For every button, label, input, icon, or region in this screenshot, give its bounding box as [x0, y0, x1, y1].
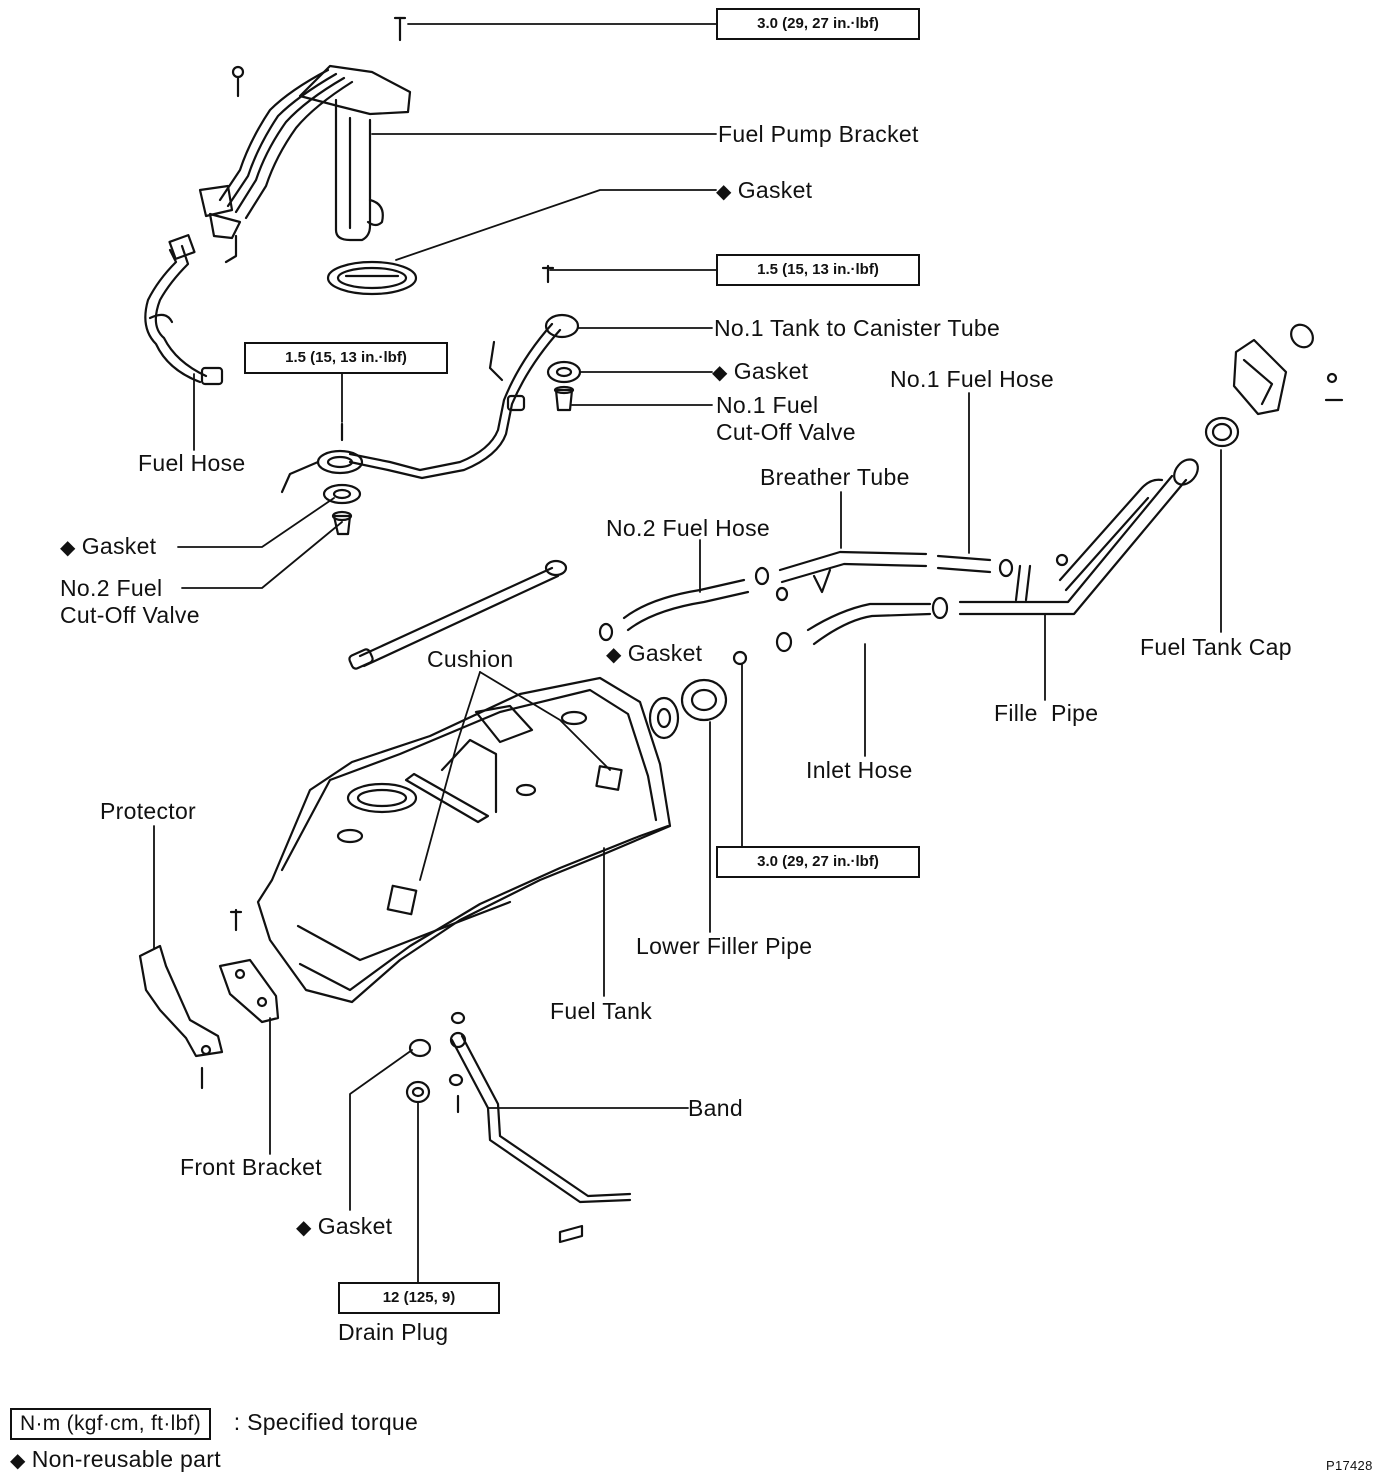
label-drain-plug: Drain Plug — [338, 1319, 449, 1345]
label-no1-valve-gasket: ◆Gasket — [712, 358, 808, 387]
label-breather-tube: Breather Tube — [760, 464, 910, 490]
no2-valve-drawing — [280, 422, 364, 536]
non-reusable-icon: ◆ — [296, 1217, 312, 1239]
non-reusable-icon: ◆ — [60, 537, 76, 559]
label-front-bracket: Front Bracket — [180, 1154, 322, 1180]
legend-torque-box: N·m (kgf·cm, ft·lbf) — [10, 1408, 211, 1440]
torque-box-lower-filler-bolt: 3.0 (29, 27 in.·lbf) — [716, 846, 920, 878]
label-line-2: Cut-Off Valve — [716, 419, 856, 445]
gasket-label-text: Gasket — [733, 358, 809, 384]
tank-rod-drawing — [348, 559, 568, 670]
hoses-drawing — [598, 550, 1014, 666]
lower-filler-pipe-drawing — [648, 678, 728, 740]
legend-torque: N·m (kgf·cm, ft·lbf) : Specified torque — [10, 1408, 418, 1440]
leader-lines — [153, 23, 1222, 1283]
label-protector: Protector — [100, 798, 197, 824]
fuel-tank-cap-drawing — [1204, 323, 1344, 448]
label-drain-plug-gasket: ◆Gasket — [296, 1213, 392, 1242]
figure-id: P17428 — [1326, 1458, 1373, 1473]
label-pump-gasket: ◆Gasket — [716, 177, 812, 206]
label-fuel-tank: Fuel Tank — [550, 998, 652, 1024]
band-drawing — [448, 1011, 632, 1244]
label-fuel-pump-bracket: Fuel Pump Bracket — [718, 121, 919, 147]
non-reusable-icon: ◆ — [10, 1450, 26, 1472]
label-no2-valve-gasket: ◆Gasket — [60, 533, 156, 562]
non-reusable-icon: ◆ — [606, 644, 622, 666]
legend-non-reusable-text: Non-reusable part — [31, 1446, 221, 1472]
label-no1-fuel-hose: No.1 Fuel Hose — [890, 366, 1054, 392]
non-reusable-icon: ◆ — [712, 362, 728, 384]
legend-torque-text: : Specified torque — [233, 1409, 419, 1435]
gasket-label-text: Gasket — [627, 640, 703, 666]
label-line-2: Cut-Off Valve — [60, 602, 200, 628]
fuel-tank-drawing — [256, 676, 672, 1004]
label-line-1: No.1 Fuel — [716, 392, 819, 418]
torque-box-canister-bolt: 1.5 (15, 13 in.·lbf) — [716, 254, 920, 286]
torque-box-drain-plug: 12 (125, 9) — [338, 1282, 500, 1314]
label-fuel-tank-cap: Fuel Tank Cap — [1140, 634, 1292, 660]
gasket-label-text: Gasket — [81, 533, 157, 559]
label-no1-tank-to-canister-tube: No.1 Tank to Canister Tube — [714, 315, 1001, 341]
gasket-label-text: Gasket — [737, 177, 813, 203]
label-filler-pipe: Fille Pipe — [994, 700, 1099, 726]
label-no1-fuel-cutoff-valve: No.1 Fuel Cut-Off Valve — [716, 392, 856, 446]
label-band: Band — [688, 1095, 743, 1121]
torque-box-pump-bolt: 3.0 (29, 27 in.·lbf) — [716, 8, 920, 40]
filler-pipe-drawing — [958, 458, 1199, 616]
gasket-label-text: Gasket — [317, 1213, 393, 1239]
legend-non-reusable: ◆Non-reusable part — [10, 1446, 221, 1475]
label-cushion: Cushion — [427, 646, 514, 672]
drain-plug-drawing — [405, 1038, 432, 1104]
label-no2-fuel-hose: No.2 Fuel Hose — [606, 515, 770, 541]
label-no2-fuel-cutoff-valve: No.2 Fuel Cut-Off Valve — [60, 575, 200, 629]
no1-valve-drawing — [546, 360, 582, 412]
fuel-pump-bracket-drawing — [198, 16, 412, 264]
label-inlet-hose: Inlet Hose — [806, 757, 913, 783]
label-fuel-hose: Fuel Hose — [138, 450, 246, 476]
canister-tube-drawing — [348, 264, 580, 480]
label-line-1: No.2 Fuel — [60, 575, 163, 601]
non-reusable-icon: ◆ — [716, 181, 732, 203]
label-lower-filler-gasket: ◆Gasket — [606, 640, 702, 669]
torque-box-no2-valve-bolt: 1.5 (15, 13 in.·lbf) — [244, 342, 448, 374]
front-bracket-drawing — [218, 908, 280, 1024]
label-lower-filler-pipe: Lower Filler Pipe — [636, 933, 813, 959]
fuel-hose-drawing — [144, 234, 224, 386]
pump-gasket-drawing — [326, 260, 418, 296]
protector-drawing — [138, 944, 224, 1090]
